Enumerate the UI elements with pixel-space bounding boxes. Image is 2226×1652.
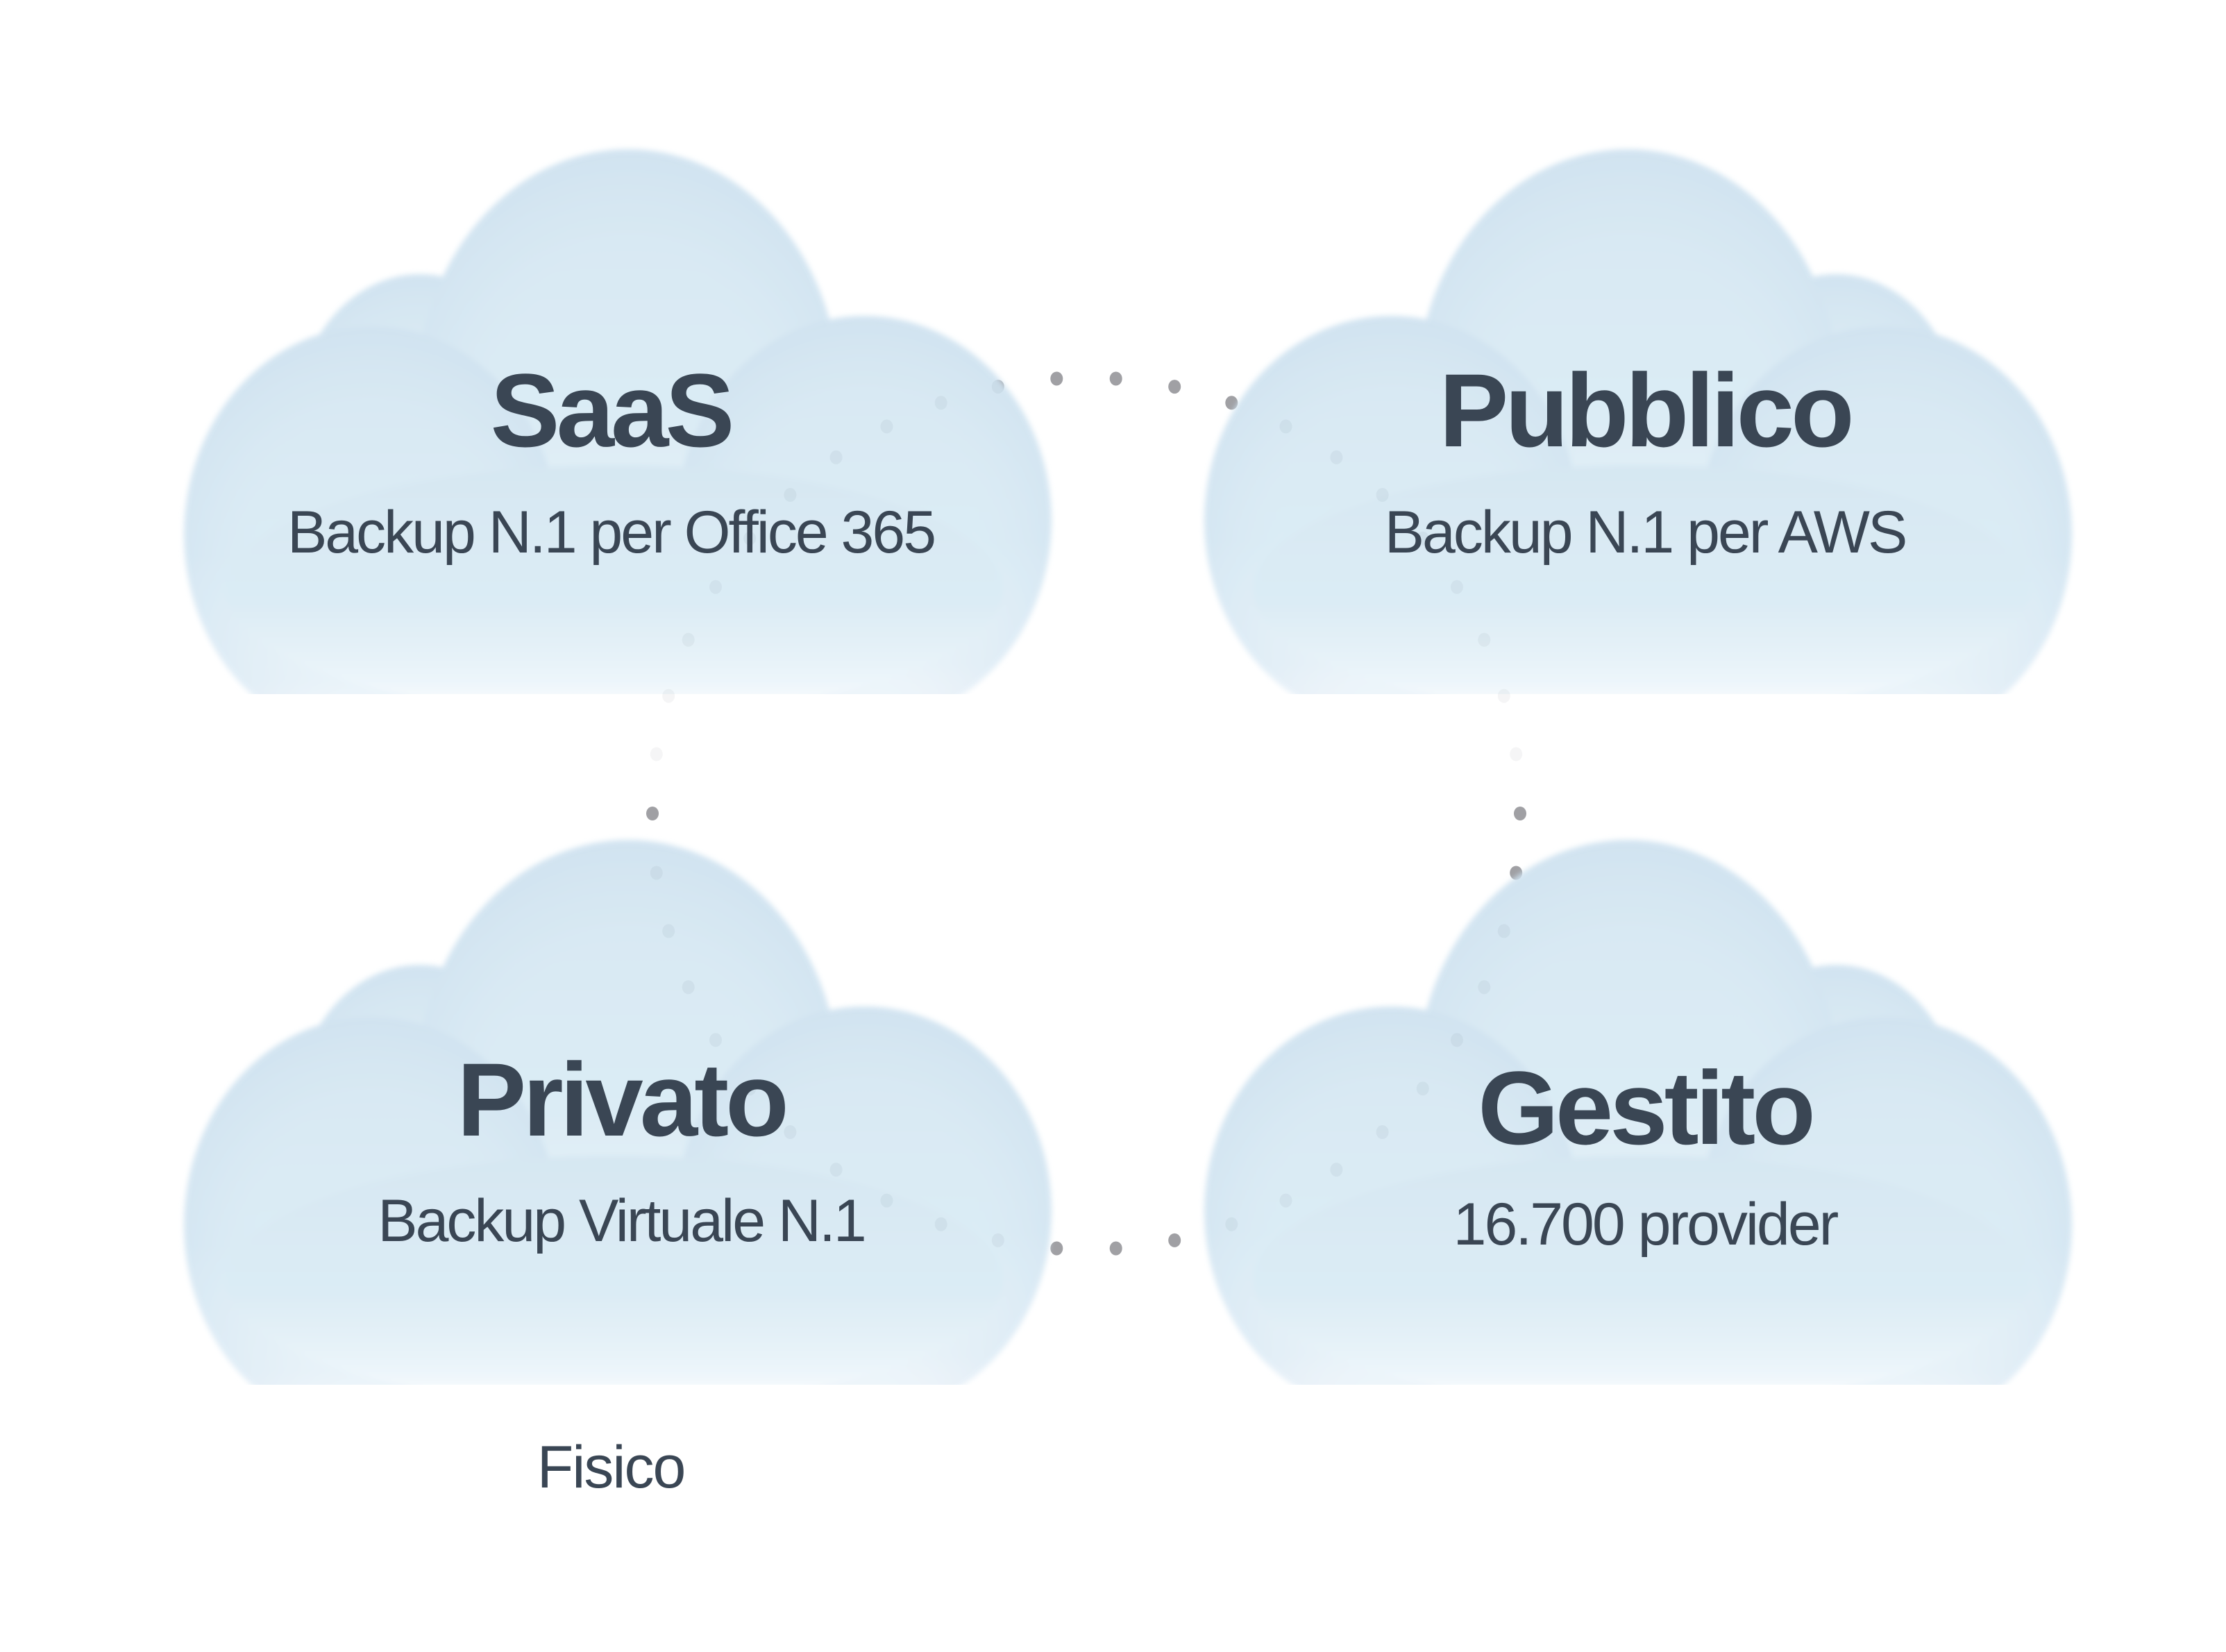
- connector-dot: [1050, 371, 1063, 386]
- cloud-base-fade: [1197, 694, 2086, 777]
- connector-dot: [1109, 1241, 1122, 1256]
- cloud-subtitle-pubblico: Backup N.1 per AWS: [1384, 499, 1908, 566]
- cloud-base-fade: [1197, 1385, 2086, 1468]
- cloud-title-pubblico: Pubblico: [1439, 352, 1854, 469]
- connector-dot: [1050, 1241, 1063, 1256]
- connector-dot: [1225, 396, 1238, 410]
- cloud-subtitle-saas: Backup N.1 per Office 365: [287, 499, 936, 566]
- cloud-lobe: [226, 1156, 1003, 1406]
- cloud-subtitle-gestito: 16.700 provider: [1453, 1191, 1839, 1258]
- cloud-saas: [170, 149, 1059, 777]
- connector-dot: [1514, 807, 1526, 820]
- cloud-lobe: [226, 465, 1003, 715]
- cloud-title-gestito: Gestito: [1478, 1050, 1816, 1166]
- clouds-layer: [170, 149, 2086, 1468]
- cloud-gestito: [1197, 840, 2086, 1468]
- cloud-subtitle-privato: Backup Virtuale N.1: [378, 1188, 867, 1254]
- cloud-title-saas: SaaS: [490, 352, 735, 469]
- cloud-lobe: [1253, 465, 2030, 715]
- cloud-title-privato: Privato: [457, 1041, 789, 1158]
- connector-dot: [1109, 371, 1122, 386]
- connector-dot: [1168, 1233, 1181, 1247]
- footnote-fisico: Fisico: [537, 1434, 686, 1501]
- cloud-lobe: [1253, 1156, 2030, 1406]
- cloud-privato: [170, 840, 1059, 1468]
- cloud-base-fade: [170, 1385, 1059, 1468]
- connector-dot: [1168, 380, 1181, 394]
- connector-dot: [646, 807, 659, 820]
- cloud-base-fade: [170, 694, 1059, 777]
- cloud-pubblico: [1197, 149, 2086, 777]
